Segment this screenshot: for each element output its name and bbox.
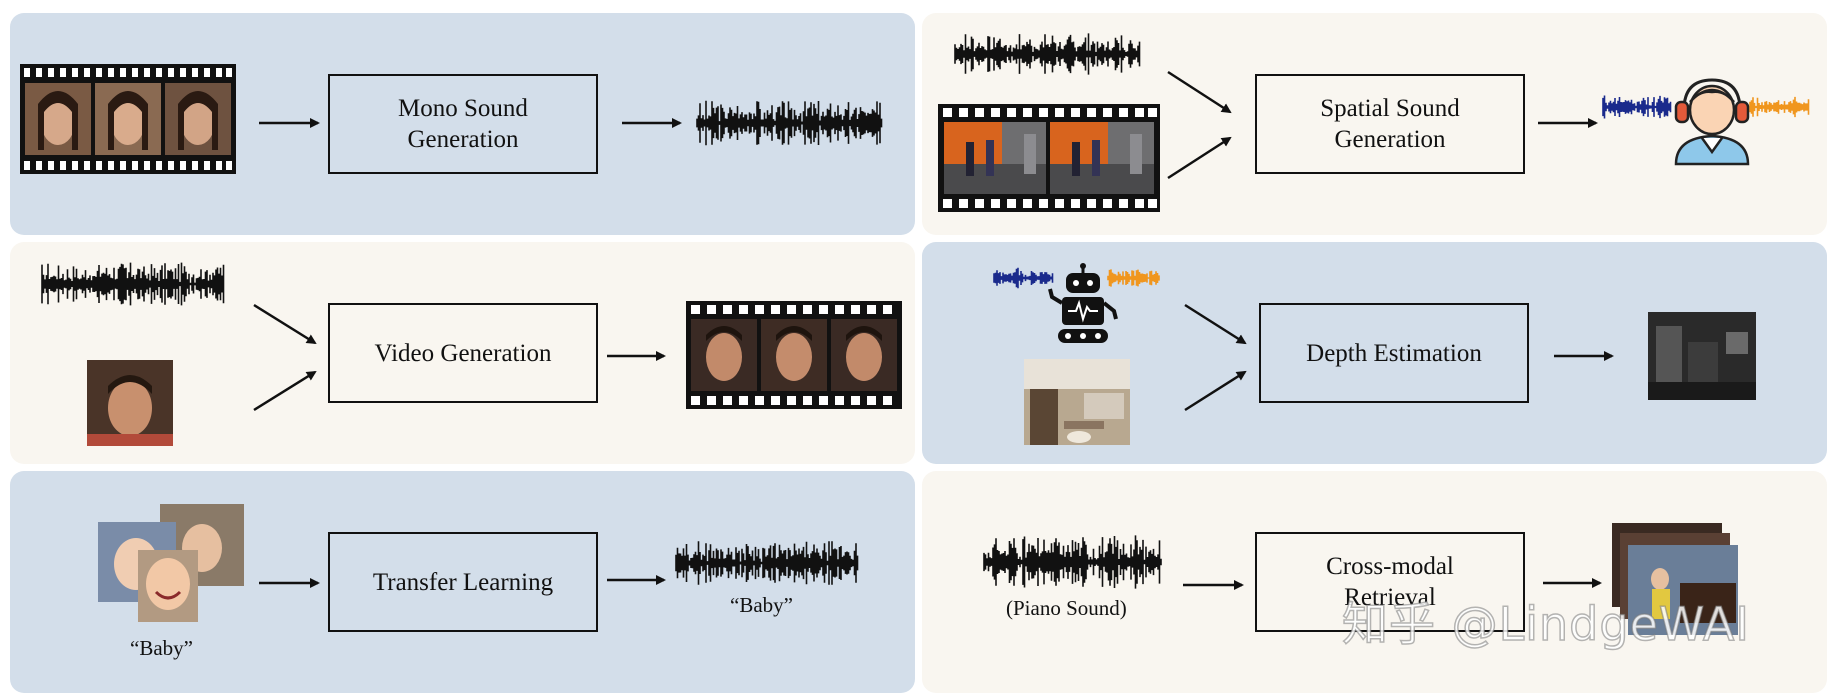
- arrow-video-in-top: [253, 303, 317, 345]
- film-strip-concert-stage: [938, 104, 1160, 212]
- waveform-depth-left-channel: [993, 267, 1054, 289]
- waveform-spatial-input: [954, 33, 1141, 75]
- video-generation-box: Video Generation: [328, 303, 598, 403]
- piano-photos-stack: [1612, 523, 1738, 635]
- waveform-trace: [954, 33, 1141, 75]
- arrow-depth-in-bottom: [1184, 370, 1247, 412]
- waveform-trace: [675, 541, 859, 585]
- piano-sound-caption: (Piano Sound): [1006, 596, 1127, 620]
- headphone-listener-icon: [1674, 78, 1750, 166]
- arrow-spatial-in-bottom: [1167, 136, 1232, 180]
- waveform-spatial-left-channel: [1602, 95, 1672, 119]
- waveform-depth-right-channel: [1107, 269, 1160, 287]
- baby-photos-collage: [98, 504, 244, 622]
- waveform-trace: [1107, 269, 1160, 287]
- waveform-mono-output: [696, 100, 883, 146]
- transfer-learning-box: Transfer Learning: [328, 532, 598, 632]
- waveform-trace: [41, 262, 225, 306]
- cross-modal-retrieval-box: Cross-modal Retrieval: [1255, 532, 1525, 632]
- spatial-sound-generation-box: Spatial Sound Generation: [1255, 74, 1525, 174]
- waveform-trace: [1602, 95, 1672, 119]
- room-interior-image: [1024, 359, 1130, 445]
- waveform-piano-input: [983, 535, 1162, 589]
- man-face-image: [87, 360, 173, 446]
- waveform-trace: [1749, 96, 1810, 118]
- waveform-spatial-right-channel: [1749, 96, 1810, 118]
- waveform-video-input: [41, 262, 225, 306]
- waveform-transfer-output: [675, 541, 859, 585]
- depth-estimation-box: Depth Estimation: [1259, 303, 1529, 403]
- arrow-depth-in-top: [1184, 303, 1247, 345]
- waveform-trace: [993, 267, 1054, 289]
- arrow-spatial-in-top: [1167, 70, 1232, 114]
- film-strip-face-woman: [20, 64, 236, 174]
- waveform-trace: [696, 100, 883, 146]
- film-strip-face-man: [686, 301, 902, 409]
- transfer-input-caption: “Baby”: [130, 636, 193, 660]
- watermark-text: 知乎 @LindgeWAI: [1341, 596, 1750, 652]
- mono-sound-generation-box: Mono Sound Generation: [328, 74, 598, 174]
- arrow-video-in-bottom: [253, 370, 317, 412]
- transfer-output-caption: “Baby”: [730, 593, 793, 617]
- waveform-trace: [983, 535, 1162, 589]
- depth-map-image: [1648, 312, 1756, 400]
- robot-icon: [1048, 263, 1118, 343]
